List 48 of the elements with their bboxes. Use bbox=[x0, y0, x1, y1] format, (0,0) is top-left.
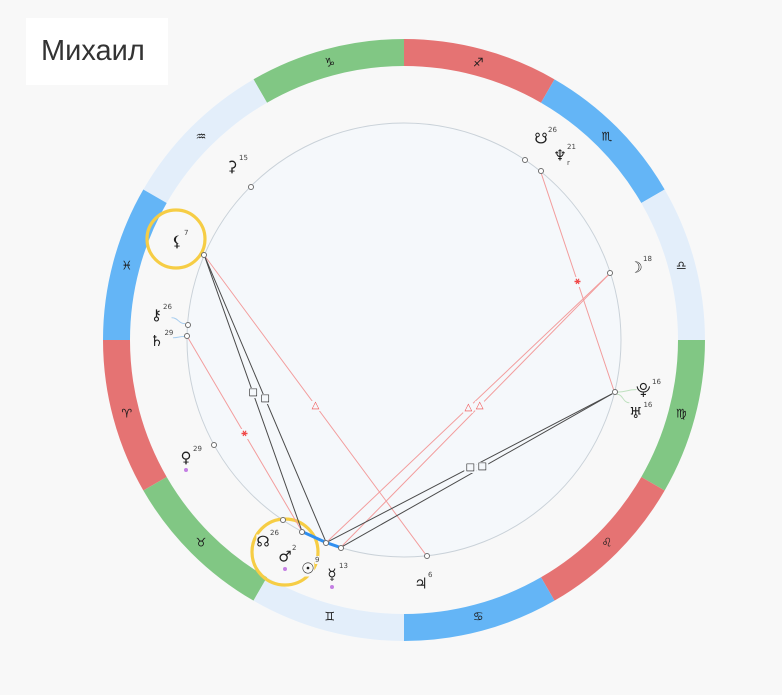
zodiac-sign: ♒ bbox=[196, 130, 206, 144]
planet-glyph: ☋ bbox=[534, 132, 548, 146]
edge-label: □ bbox=[464, 462, 476, 473]
edge-label: □ bbox=[247, 388, 259, 398]
leader-line bbox=[616, 394, 630, 404]
leader-line bbox=[171, 317, 186, 324]
planet-glyph: ⚷ bbox=[151, 308, 162, 323]
zodiac-sign: ♊ bbox=[324, 610, 336, 624]
planet-glyph: ♃ bbox=[414, 576, 428, 592]
zodiac-sign: ♌ bbox=[602, 536, 612, 550]
aspect-line bbox=[328, 542, 340, 548]
zodiac-sign: ♈ bbox=[121, 408, 132, 421]
planet-glyph: ♂ bbox=[278, 550, 292, 564]
zodiac-sign: ♐ bbox=[472, 56, 484, 70]
aspect-line bbox=[303, 531, 325, 543]
planet-glyph: ⚸ bbox=[172, 234, 182, 250]
planet-glyph: ⯓ bbox=[636, 383, 651, 398]
leader-line bbox=[172, 336, 185, 338]
planet-point bbox=[211, 442, 218, 448]
zodiac-sign: ♑ bbox=[324, 56, 336, 70]
zodiac-sign: ♍ bbox=[676, 408, 687, 421]
edge-label: □ bbox=[260, 394, 271, 404]
edge-label: △ bbox=[310, 400, 320, 410]
planet-glyph: ♄ bbox=[150, 334, 164, 349]
planet-glyph: ♀ bbox=[180, 450, 192, 466]
zodiac-sign: ♋ bbox=[472, 610, 484, 624]
planet-glyph: ☿ bbox=[327, 568, 337, 582]
aspect-line bbox=[188, 338, 302, 530]
planet-glyph: ☉ bbox=[301, 562, 315, 576]
edge-label: □ bbox=[476, 462, 488, 472]
planet-point bbox=[522, 157, 528, 164]
aspect-line bbox=[204, 257, 326, 540]
aspect-line bbox=[204, 258, 302, 530]
zodiac-sign: ♉ bbox=[196, 536, 206, 550]
planet-point bbox=[184, 333, 190, 340]
zodiac-sign: ♏ bbox=[602, 130, 612, 144]
aspect-line bbox=[206, 257, 426, 554]
edge-label: △ bbox=[463, 402, 474, 413]
planet-glyph: ♆ bbox=[553, 148, 567, 164]
planet-glyph: ♅ bbox=[629, 406, 642, 421]
leader-line bbox=[617, 389, 636, 393]
zodiac-sign: ♓ bbox=[121, 259, 132, 272]
title: Михаил bbox=[26, 18, 168, 85]
aspect-line bbox=[541, 174, 614, 390]
planet-glyph: ☊ bbox=[256, 534, 270, 550]
planet-glyph: ⚳ bbox=[226, 160, 238, 174]
zodiac-sign: ♎ bbox=[676, 259, 687, 272]
planet-point bbox=[248, 184, 254, 190]
